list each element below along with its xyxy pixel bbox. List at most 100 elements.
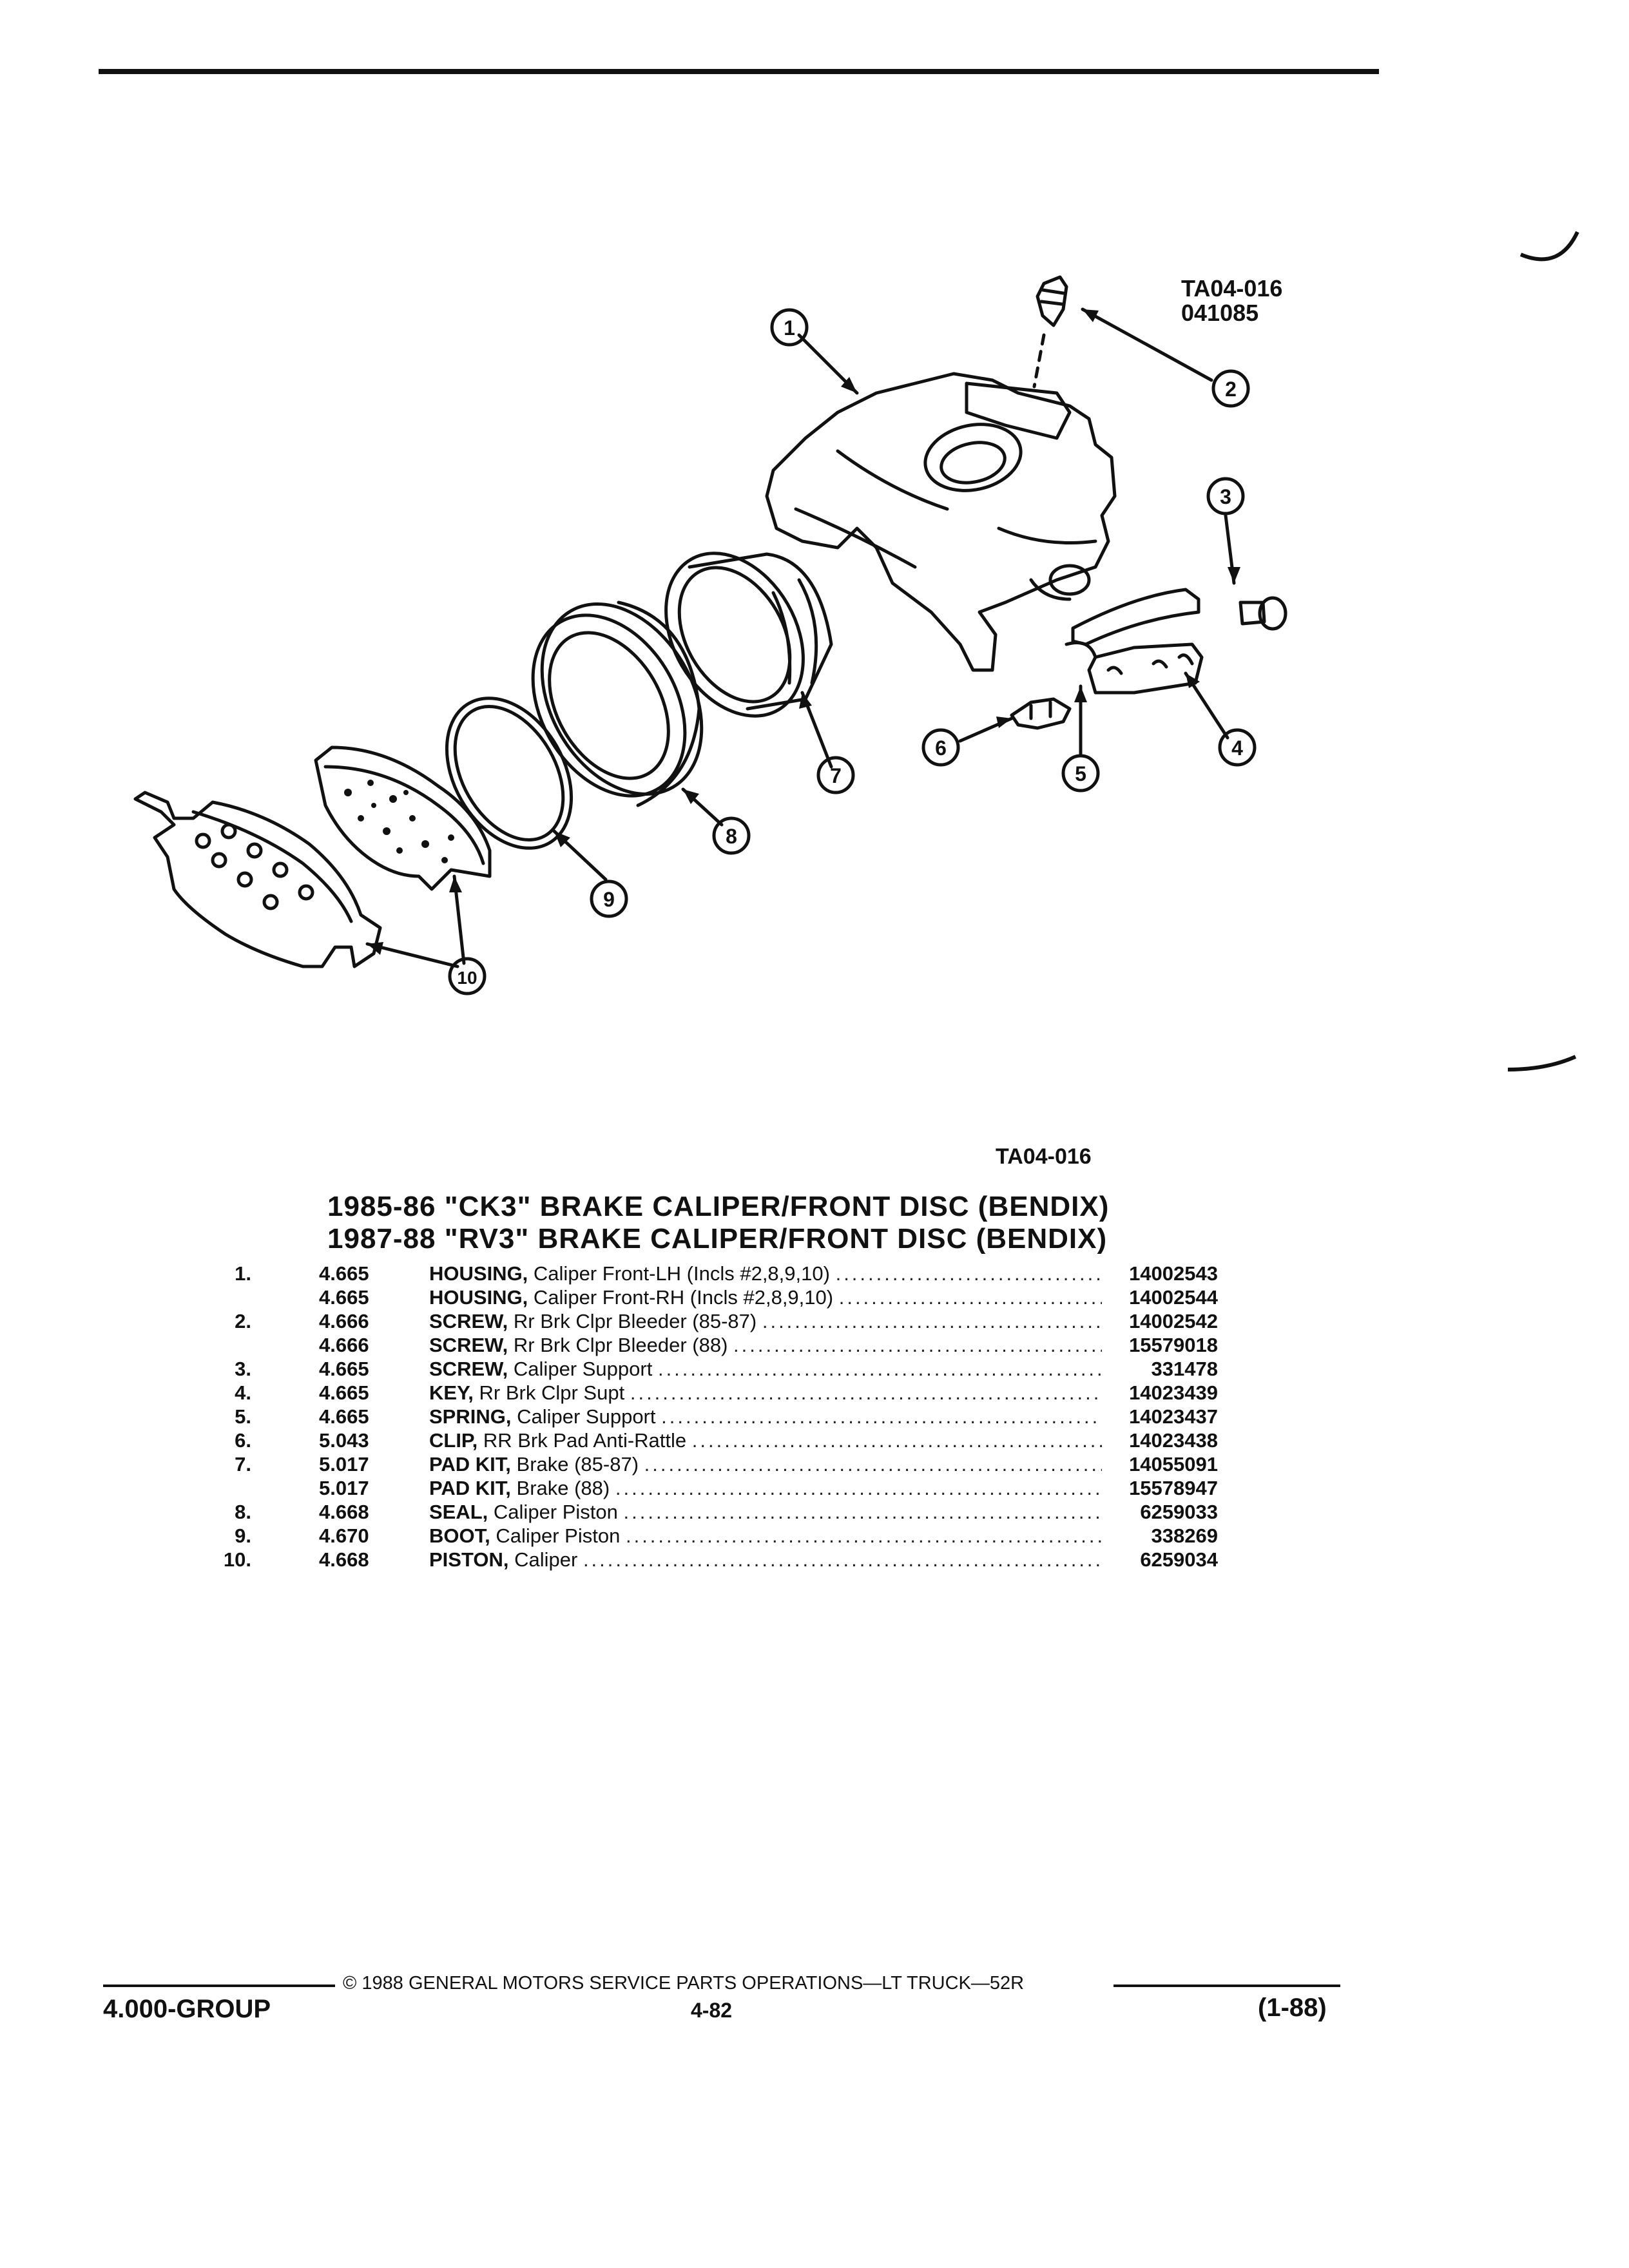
part-description: HOUSING, Caliper Front-RH (Incls #2,8,9,… (429, 1285, 1102, 1309)
part-detail: Caliper Front-LH (Incls #2,8,9,10) (533, 1262, 830, 1285)
section-title: 1985-86 "CK3" BRAKE CALIPER/FRONT DISC (… (327, 1191, 1110, 1222)
part-name: HOUSING, (429, 1286, 528, 1309)
group-number: 5.017 (319, 1477, 369, 1499)
leader-dots: ........................................… (838, 1286, 1102, 1309)
inner-pad-drawing (314, 745, 492, 891)
leader-dots: ........................................… (644, 1453, 1102, 1475)
group-number: 5.017 (319, 1453, 369, 1475)
part-detail: Rr Brk Clpr Bleeder (88) (513, 1334, 728, 1356)
callout-label: 10 (457, 968, 477, 988)
item-number: 5. (235, 1405, 251, 1428)
part-description: PISTON, Caliper ........................… (429, 1548, 1102, 1571)
seal-drawing (445, 697, 574, 850)
leader-dots: ........................................… (762, 1310, 1102, 1332)
part-description: KEY, Rr Brk Clpr Supt ..................… (429, 1381, 1102, 1405)
section-title: 1987-88 "RV3" BRAKE CALIPER/FRONT DISC (… (327, 1223, 1108, 1254)
item-number: 6. (235, 1429, 251, 1452)
leader-dots: ........................................… (625, 1524, 1102, 1547)
part-description: SEAL, Caliper Piston ...................… (429, 1500, 1102, 1524)
leader-dots: ........................................… (615, 1477, 1102, 1499)
part-name: SCREW, (429, 1358, 508, 1380)
copyright: © 1988 GENERAL MOTORS SERVICE PARTS OPER… (343, 1973, 1025, 1994)
parts-row: 5.017 PAD KIT, Brake (88) ...............… (193, 1476, 1237, 1500)
piston-drawing (664, 552, 833, 718)
part-name: SEAL, (429, 1501, 488, 1523)
part-name: CLIP, (429, 1429, 478, 1452)
page-number: 4-82 (691, 1999, 733, 2022)
part-number: 331478 (1151, 1358, 1218, 1380)
leader-dots: ........................................… (691, 1429, 1102, 1452)
item-number: 3. (235, 1358, 251, 1380)
item-number: 1. (235, 1262, 251, 1285)
part-name: SCREW, (429, 1334, 508, 1356)
part-description: SCREW, Caliper Support .................… (429, 1357, 1102, 1381)
callout-label: 1 (784, 316, 795, 340)
part-detail: Caliper (514, 1548, 578, 1571)
part-detail: Caliper Support (517, 1405, 656, 1428)
part-number: 14023438 (1129, 1429, 1218, 1452)
group-number: 4.670 (319, 1524, 369, 1547)
group-number: 4.665 (319, 1262, 369, 1285)
part-number: 14023439 (1129, 1381, 1218, 1404)
group-label: 4.000-GROUP (103, 1995, 271, 2023)
item-number: 8. (235, 1501, 251, 1523)
boot-drawing (531, 601, 704, 807)
callout-label: 5 (1075, 762, 1086, 785)
group-number: 4.666 (319, 1334, 369, 1356)
callout-label: 3 (1220, 485, 1231, 508)
leader-dots: ........................................… (583, 1548, 1102, 1571)
footer-rule-right (1113, 1984, 1340, 1987)
caliper-housing-drawing (765, 372, 1117, 672)
leader-dots: ........................................… (835, 1262, 1102, 1285)
part-number: 14023437 (1129, 1405, 1218, 1428)
group-number: 4.665 (319, 1358, 369, 1380)
part-description: SCREW, Rr Brk Clpr Bleeder (85-87) .....… (429, 1309, 1102, 1333)
footer-rule-left (103, 1984, 335, 1987)
brake-caliper-diagram: 1 2 3 4 5 6 7 8 9 10 (133, 231, 1579, 1072)
part-description: PAD KIT, Brake (85-87) .................… (429, 1452, 1102, 1476)
figure-code: 041085 (1181, 300, 1259, 326)
group-number: 4.666 (319, 1310, 369, 1332)
part-name: KEY, (429, 1381, 474, 1404)
header-rule (99, 69, 1379, 74)
part-number: 14002542 (1129, 1310, 1218, 1332)
part-description: PAD KIT, Brake (88) ....................… (429, 1476, 1102, 1500)
part-name: SPRING, (429, 1405, 512, 1428)
callout-label: 6 (935, 736, 947, 760)
callout-circles (448, 308, 1257, 995)
part-detail: Caliper Piston (493, 1501, 618, 1523)
part-name: SCREW, (429, 1310, 508, 1332)
arrow-heads (367, 309, 1240, 955)
clip-drawing (1010, 697, 1072, 730)
part-detail: Caliper Front-RH (Incls #2,8,9,10) (533, 1286, 834, 1309)
leader-dots: ........................................… (733, 1334, 1102, 1356)
part-description: CLIP, RR Brk Pad Anti-Rattle ...........… (429, 1428, 1102, 1452)
parts-row: 4.666 SCREW, Rr Brk Clpr Bleeder (88) ...… (193, 1333, 1237, 1357)
part-name: PAD KIT, (429, 1477, 511, 1499)
callout-label: 8 (726, 825, 737, 848)
callout-label: 2 (1225, 378, 1237, 401)
part-number: 15579018 (1129, 1334, 1218, 1356)
part-name: PAD KIT, (429, 1453, 511, 1475)
part-name: HOUSING, (429, 1262, 528, 1285)
revision-date: (1-88) (1258, 1994, 1327, 2022)
group-number: 5.043 (319, 1429, 369, 1452)
group-number: 4.665 (319, 1381, 369, 1404)
figure-reference-bottom: TA04-016 (996, 1144, 1092, 1169)
callout-label: 4 (1231, 736, 1243, 760)
part-detail: Caliper Support (513, 1358, 653, 1380)
callout-label: 7 (830, 764, 842, 787)
scan-marks (1507, 231, 1579, 1072)
part-description: BOOT, Caliper Piston ...................… (429, 1524, 1102, 1548)
group-number: 4.665 (319, 1405, 369, 1428)
part-number: 6259034 (1140, 1548, 1218, 1571)
group-number: 4.665 (319, 1286, 369, 1309)
part-number: 14002543 (1129, 1262, 1218, 1285)
part-name: BOOT, (429, 1524, 490, 1547)
